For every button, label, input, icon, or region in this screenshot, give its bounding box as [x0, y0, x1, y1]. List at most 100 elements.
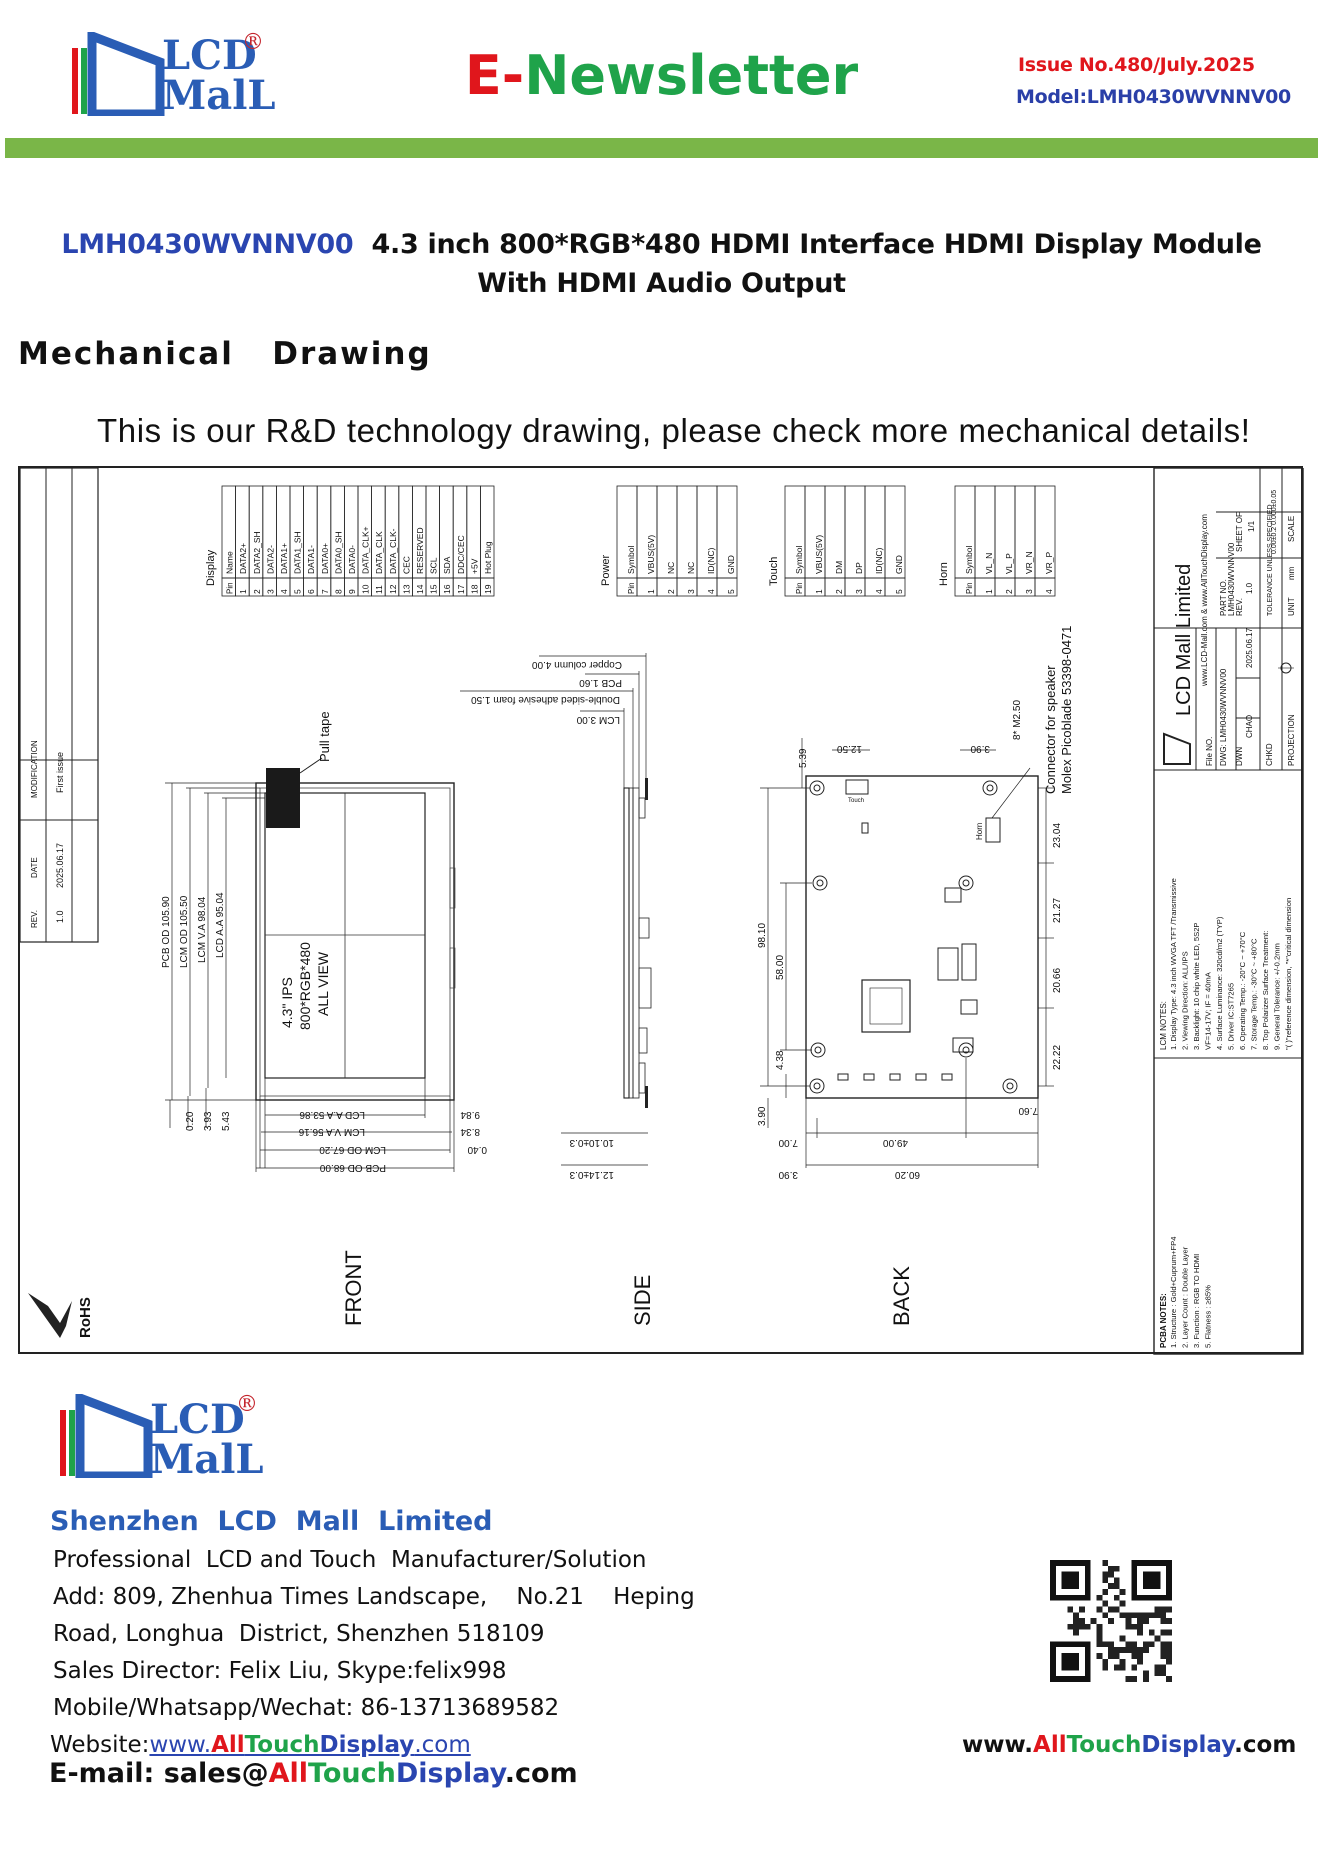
email-display: Display	[395, 1758, 505, 1789]
website-display: Display	[319, 1732, 415, 1758]
touch-connector-label: Touch	[848, 798, 864, 804]
power-row-pin: 4	[706, 589, 716, 594]
model-number: Model:LMH0430WVNNV00	[1016, 86, 1291, 108]
tb-sheet-value: 1/1	[1247, 520, 1256, 532]
display-header-pin: Pin	[226, 582, 235, 594]
rev-value: 1.0	[55, 910, 65, 923]
tb-part-value: LMH0430WVNNV00	[1227, 542, 1236, 616]
note-item: 2. Viewing Direction: ALL/IPS	[1181, 951, 1190, 1050]
touch-row-name: ID(NC)	[874, 547, 884, 574]
horn-row-pin: 2	[1004, 589, 1014, 594]
horn-row-name: VR_P	[1044, 551, 1054, 574]
horn-connector	[985, 817, 1001, 843]
dim-back-left-3: 4.38	[775, 1050, 786, 1070]
display-row-pin: 10	[361, 584, 371, 594]
company-name: Shenzhen LCD Mall Limited	[50, 1506, 493, 1537]
dim-back-bottom-2: 49.00	[883, 1137, 908, 1148]
website-link[interactable]: www.AllTouchDisplay.com	[149, 1732, 470, 1758]
pull-tape-tab	[266, 768, 300, 828]
dim-pcb: PCB 1.60	[579, 677, 622, 688]
display-row-pin: 15	[429, 584, 439, 594]
display-row-name: DDC/CEC	[456, 535, 466, 574]
display-row-pin: 11	[374, 585, 384, 594]
note-item: 3. Function : RGB TO HDMI	[1192, 1254, 1201, 1348]
logo-text-bottom: MalL	[162, 72, 276, 119]
horn-row-name: VL_P	[1004, 553, 1014, 574]
touch-header-pin: Pin	[795, 582, 804, 594]
dim-total-1: 10.10±0.3	[569, 1137, 614, 1148]
display-row-pin: 5	[293, 589, 303, 594]
tb-chkd: CHKD	[1265, 743, 1274, 766]
dim-right-3: 0.40	[467, 1144, 487, 1155]
horn-row-pin: 3	[1024, 589, 1034, 594]
dim-left-3: 5.43	[221, 1111, 232, 1131]
website-www: www.	[149, 1732, 212, 1758]
tb-company: LCD Mall Limited	[1173, 564, 1195, 716]
dim-pcb-od-h: PCB OD 68.00	[319, 1162, 386, 1173]
footer-email[interactable]: E-mail: sales@AllTouchDisplay.com	[49, 1758, 578, 1789]
horn-connector-label: Horn	[975, 823, 984, 840]
tb-sheet: SHEET OF	[1235, 512, 1244, 552]
power-row-pin: 2	[666, 589, 676, 594]
connector-note-1: Connector for speaker	[1043, 665, 1058, 794]
display-row-pin: 18	[469, 584, 479, 594]
footer-website: Website:www.AllTouchDisplay.com	[50, 1732, 471, 1758]
dim-back-right-2: 21.27	[1052, 898, 1063, 923]
date-value: 2025.06.17	[55, 843, 65, 888]
note-item: 9. General Tolerance: +/-0.2mm	[1273, 943, 1282, 1050]
pcba-notes-title: PCBA NOTES:	[1159, 1293, 1168, 1348]
power-row-pin: 5	[726, 589, 736, 594]
power-row-name: ID(NC)	[706, 547, 716, 574]
drawing-canvas: REV. 1.0 DATE 2025.06.17 MODIFICATION Fi…	[20, 468, 1304, 1355]
pull-tape-label: Pull tape	[317, 711, 332, 762]
rohs-text: RoHS	[77, 1297, 94, 1338]
horn-row-pin: 4	[1044, 589, 1054, 594]
title-block-logo-icon	[1163, 732, 1191, 765]
touch-row-name: GND	[894, 555, 904, 574]
note-item: 1. Display Type: 4.3 inch WVGA TFT /Tran…	[1169, 878, 1178, 1050]
power-row-name: NC	[666, 562, 676, 574]
display-row-name: DATA2_SH	[252, 531, 262, 574]
side-view: Copper column 4.00 PCB 1.60 Double-sided…	[460, 653, 655, 1326]
right-web-all: All	[1033, 1732, 1067, 1758]
display-row-pin: 6	[306, 589, 316, 594]
dim-lcm-od-h: LCM OD 67.20	[319, 1144, 386, 1155]
display-row-pin: 13	[401, 584, 411, 594]
display-row-pin: 7	[320, 589, 330, 594]
note-item: 1. Structure : Gold+Cuprum+FP4	[1169, 1237, 1178, 1348]
display-row-name: CEC	[401, 556, 411, 574]
horn-header-name: Symbol	[964, 546, 974, 574]
display-header-name: Name	[225, 551, 235, 574]
newsletter-word: Newsletter	[524, 44, 859, 107]
dim-back-right-4: 22.22	[1052, 1045, 1063, 1070]
footer-line-4: Sales Director: Felix Liu, Skype:felix99…	[53, 1658, 507, 1684]
newsletter-title: E-Newsletter	[0, 44, 1323, 107]
tb-dwg: DWG: LMH0430WVNNV00	[1219, 668, 1228, 766]
front-view-label: FRONT	[341, 1250, 366, 1326]
date-header: DATE	[30, 857, 39, 878]
dim-copper-column: Copper column 4.00	[532, 659, 622, 670]
note-item: 5. Flatness : ≥85%	[1204, 1285, 1213, 1348]
website-touch: Touch	[244, 1732, 320, 1758]
power-header-pin: Pin	[627, 582, 636, 594]
footer-right-website[interactable]: www.AllTouchDisplay.com	[962, 1732, 1296, 1758]
display-row-name: DATA1-	[306, 545, 316, 574]
display-row-name: SCL	[429, 557, 439, 574]
note-item: VF=14-17V; IF = 40mA	[1204, 971, 1213, 1050]
footer-logo-mark-icon	[60, 1394, 153, 1478]
display-row-pin: 3	[265, 589, 275, 594]
touch-row-pin: 1	[814, 589, 824, 594]
display-row-pin: 19	[483, 584, 493, 594]
dim-pcb-od-v: PCB OD 105.90	[161, 896, 172, 968]
dim-back-left-4: 3.90	[757, 1106, 768, 1126]
footer-line-2: Add: 809, Zhenhua Times Landscape, No.21…	[53, 1584, 695, 1610]
touch-row-pin: 2	[834, 589, 844, 594]
touch-title: Touch	[768, 557, 780, 586]
qr-code-icon[interactable]	[1050, 1560, 1172, 1682]
horn-row-name: VL_N	[984, 553, 994, 574]
dim-back-right-3: 20.66	[1052, 968, 1063, 993]
dim-lcd-aa-v: LCD A.A 95.04	[215, 892, 226, 958]
side-view-label: SIDE	[630, 1275, 655, 1326]
revision-block: REV. 1.0 DATE 2025.06.17 MODIFICATION Fi…	[20, 468, 99, 943]
tb-rev-value: 1.0	[1245, 582, 1254, 594]
